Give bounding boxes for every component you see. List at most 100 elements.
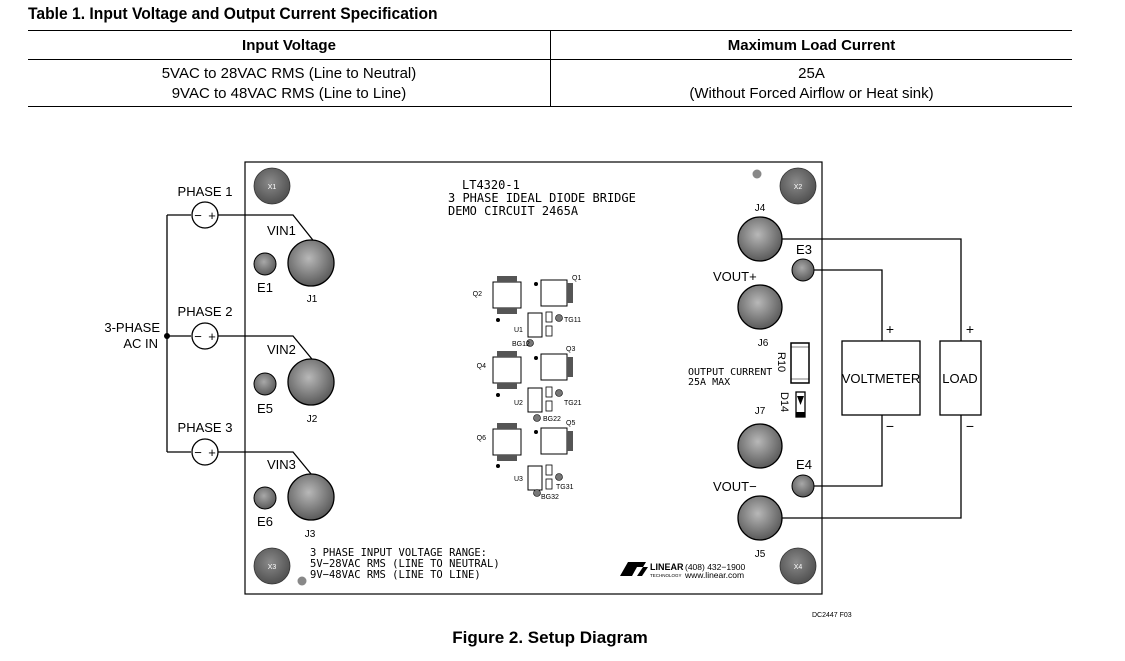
terminal-vout-plus	[737, 284, 783, 330]
fiducial-dot	[297, 576, 307, 586]
board-title-line-2: 3 PHASE IDEAL DIODE BRIDGE	[448, 191, 636, 205]
bg22-label: BG22	[543, 416, 561, 423]
table-header-row: Input Voltage Maximum Load Current	[28, 30, 1072, 60]
load-plus: +	[966, 321, 974, 337]
q4-label: Q4	[477, 363, 486, 370]
ac-source-phase-1: − +	[191, 201, 219, 229]
header-input-voltage: Input Voltage	[28, 30, 551, 60]
svg-text:−: −	[194, 445, 202, 460]
output-current-line-1: OUTPUT CURRENT	[688, 367, 772, 378]
range-line-3: 9V−48VAC RMS (LINE TO LINE)	[310, 569, 481, 581]
terminal-j7	[737, 423, 783, 469]
controller-u3	[527, 464, 563, 497]
voltmeter-positive-wire	[814, 269, 883, 341]
phase-3-wire	[218, 451, 317, 481]
voltmeter-label: VOLTMETER	[842, 371, 921, 386]
mosfet-q3	[534, 353, 573, 381]
d14-label: D14	[778, 392, 790, 412]
turret-e5	[253, 372, 277, 396]
svg-text:+: +	[208, 445, 216, 460]
turret-e3	[791, 258, 815, 282]
range-line-2: 5V−28VAC RMS (LINE TO NEUTRAL)	[310, 558, 500, 570]
brand-name: LINEAR	[650, 562, 684, 572]
j3-label: J3	[305, 529, 316, 540]
terminal-j5	[737, 495, 783, 541]
voltmeter-box	[841, 340, 921, 416]
input-voltage-line-2: 9VAC to 48VAC RMS (Line to Line)	[171, 85, 407, 102]
load-current-line-2: (Without Forced Airflow or Heat sink)	[689, 85, 934, 102]
phase-3-label: PHASE 3	[178, 420, 233, 435]
board-title-line-3: DEMO CIRCUIT 2465A	[448, 204, 579, 218]
load-positive-wire	[782, 238, 962, 341]
svg-text:+: +	[208, 208, 216, 223]
svg-text:+: +	[208, 329, 216, 344]
voltmeter-negative-wire	[814, 415, 883, 487]
q6-label: Q6	[477, 435, 486, 442]
mounting-hole-x2: X2	[779, 167, 817, 205]
demo-board	[244, 161, 823, 595]
linear-logo-icon	[620, 562, 648, 576]
terminal-j4	[737, 216, 783, 262]
cell-load-current: 25A (Without Forced Airflow or Heat sink…	[551, 60, 1073, 107]
mosfet-q6	[492, 423, 522, 468]
table-row: 5VAC to 28VAC RMS (Line to Neutral) 9VAC…	[28, 59, 1073, 107]
phase-2-wire	[218, 335, 317, 365]
mounting-hole-x3: X3	[253, 547, 291, 585]
e6-label: E6	[257, 514, 273, 529]
tg11-label: TG11	[564, 317, 581, 324]
turret-e4	[791, 474, 815, 498]
terminal-j2	[287, 358, 335, 406]
controller-u1	[526, 311, 563, 347]
terminal-j1	[287, 239, 335, 287]
r10-label: R10	[775, 352, 787, 372]
j7-label: J7	[755, 406, 766, 417]
ac-in-label-1: 3-PHASE	[104, 320, 160, 335]
mounting-hole-x4: X4	[779, 547, 817, 585]
bg12-label: BG12	[512, 341, 530, 348]
voltmeter-plus: +	[886, 321, 894, 337]
x3-label: X3	[268, 564, 277, 571]
e1-label: E1	[257, 280, 273, 295]
cell-input-voltage: 5VAC to 28VAC RMS (Line to Neutral) 9VAC…	[28, 59, 551, 107]
mosfet-q1	[534, 279, 573, 307]
fiducial-dot	[752, 169, 762, 179]
q2-label: Q2	[473, 291, 482, 298]
vin1-label: VIN1	[267, 223, 296, 238]
j6-label: J6	[758, 338, 769, 349]
load-label: LOAD	[942, 371, 977, 386]
q5-label: Q5	[566, 420, 575, 427]
ac-in-label-2: AC IN	[123, 336, 158, 351]
e4-label: E4	[796, 457, 812, 472]
mosfet-q2	[492, 276, 522, 322]
q3-label: Q3	[566, 346, 575, 353]
q1-label: Q1	[572, 275, 581, 282]
mounting-hole-x1: X1	[253, 167, 291, 205]
vout-minus-label: VOUT−	[713, 479, 757, 494]
phase-1-wire	[218, 214, 317, 245]
e3-label: E3	[796, 242, 812, 257]
phone-number: (408) 432−1900	[685, 562, 746, 572]
load-negative-wire	[782, 415, 962, 519]
range-line-1: 3 PHASE INPUT VOLTAGE RANGE:	[310, 547, 487, 559]
load-minus: −	[966, 418, 974, 434]
j4-label: J4	[755, 203, 766, 214]
x4-label: X4	[794, 564, 803, 571]
resistor-r10	[790, 342, 810, 384]
bg32-label: BG32	[541, 494, 559, 501]
load-box	[939, 340, 982, 416]
x1-label: X1	[268, 184, 277, 191]
diode-d14	[795, 391, 806, 418]
voltmeter-minus: −	[886, 418, 894, 434]
ac-source-phase-2: − +	[191, 322, 219, 350]
e5-label: E5	[257, 401, 273, 416]
vin2-label: VIN2	[267, 342, 296, 357]
tg31-label: TG31	[556, 484, 574, 491]
vout-plus-label: VOUT+	[713, 269, 757, 284]
website: www.linear.com	[684, 570, 744, 580]
svg-text:−: −	[194, 329, 202, 344]
phase-2-label: PHASE 2	[178, 304, 233, 319]
figure-caption: Figure 2. Setup Diagram	[452, 628, 648, 647]
turret-e6	[253, 486, 277, 510]
ac-source-phase-3: − +	[191, 438, 219, 466]
turret-e1	[253, 252, 277, 276]
